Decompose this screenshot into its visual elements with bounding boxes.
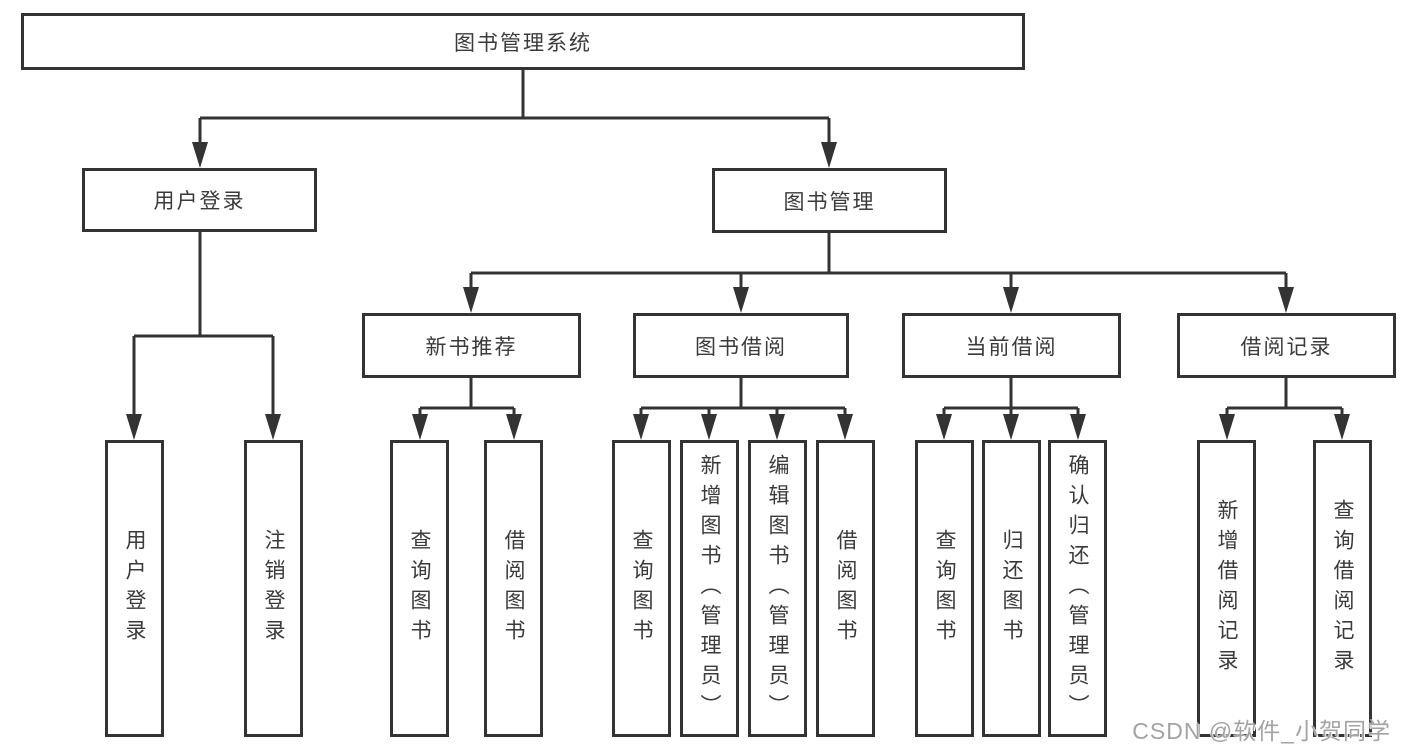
- arrowheads: [126, 142, 1350, 440]
- leaf-return-books: 归还图书: [982, 440, 1041, 737]
- node-current-borrowing-label: 当前借阅: [965, 335, 1058, 359]
- node-root-system: 图书管理系统: [21, 13, 1025, 70]
- leaf-query-books-borrowing-label: 查询图书: [630, 528, 653, 649]
- node-borrow-records: 借阅记录: [1177, 313, 1396, 378]
- node-new-book-recommend-label: 新书推荐: [425, 335, 518, 359]
- node-book-borrowing-label: 图书借阅: [695, 335, 787, 359]
- node-current-borrowing: 当前借阅: [902, 313, 1121, 378]
- leaf-add-books-admin: 新增图书（管理员）: [680, 440, 739, 737]
- node-root-label: 图书管理系统: [454, 31, 592, 55]
- leaf-add-borrow-record-label: 新增借阅记录: [1215, 498, 1238, 679]
- leaf-user-login: 用户登录: [105, 440, 164, 737]
- leaf-query-books-current-label: 查询图书: [933, 528, 956, 649]
- node-new-book-recommend: 新书推荐: [362, 313, 581, 378]
- leaf-borrow-books-newbook: 借阅图书: [484, 440, 543, 737]
- node-book-borrowing: 图书借阅: [633, 313, 849, 378]
- leaf-query-borrow-record-label: 查询借阅记录: [1331, 498, 1354, 679]
- leaf-query-borrow-record: 查询借阅记录: [1313, 440, 1372, 737]
- leaf-logout-label: 注销登录: [262, 528, 285, 649]
- node-book-management: 图书管理: [712, 168, 947, 233]
- leaf-query-books-current: 查询图书: [915, 440, 974, 737]
- leaf-edit-books-admin-label: 编辑图书（管理员）: [766, 453, 789, 724]
- leaf-add-books-admin-label: 新增图书（管理员）: [698, 453, 721, 724]
- leaf-logout: 注销登录: [244, 440, 303, 737]
- leaf-query-books-newbook: 查询图书: [390, 440, 449, 737]
- leaf-return-books-label: 归还图书: [1000, 528, 1023, 649]
- node-book-management-label: 图书管理: [783, 190, 876, 214]
- node-borrow-records-label: 借阅记录: [1240, 335, 1333, 359]
- leaf-user-login-label: 用户登录: [123, 528, 146, 649]
- leaf-add-borrow-record: 新增借阅记录: [1197, 440, 1256, 737]
- leaf-borrow-books-newbook-label: 借阅图书: [502, 528, 525, 649]
- leaf-borrow-books-borrowing-label: 借阅图书: [834, 528, 857, 649]
- leaf-borrow-books-borrowing: 借阅图书: [816, 440, 875, 737]
- node-user-login: 用户登录: [82, 168, 317, 232]
- leaf-edit-books-admin: 编辑图书（管理员）: [748, 440, 807, 737]
- leaf-query-books-borrowing: 查询图书: [612, 440, 671, 737]
- csdn-watermark: CSDN @软件_小贺同学: [1132, 718, 1391, 744]
- node-user-login-label: 用户登录: [153, 190, 246, 213]
- leaf-query-books-newbook-label: 查询图书: [408, 528, 431, 649]
- leaf-confirm-return-admin-label: 确认归还（管理员）: [1066, 453, 1089, 724]
- leaf-confirm-return-admin: 确认归还（管理员）: [1048, 440, 1107, 737]
